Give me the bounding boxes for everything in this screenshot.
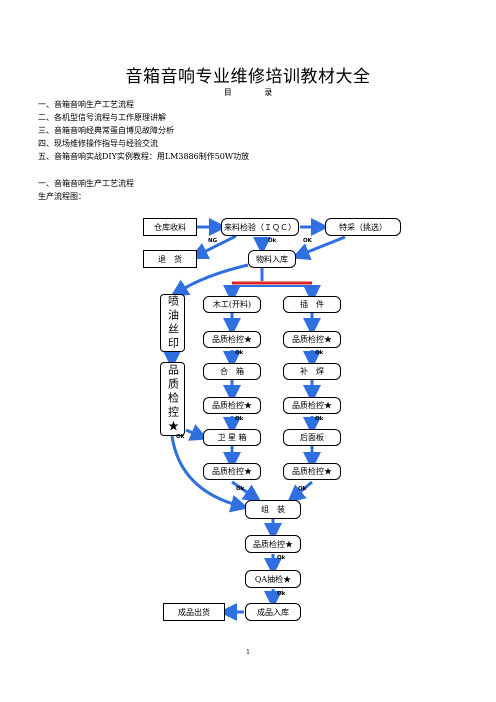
box-material-storage: 物料入库 <box>248 250 296 268</box>
box-woodwork: 木工(开料) <box>203 296 261 313</box>
arrow-qcleft-to-assembly <box>170 435 249 513</box>
label-ok-qc2: Ok <box>315 350 324 356</box>
box-qc-3: 品质检控★ <box>203 397 261 414</box>
label-ok-qc3: Ok <box>235 416 244 422</box>
box-resolder: 补 焊 <box>283 363 341 380</box>
toc-item-3: 三、音箱音响经典常蛋自博见故障分析 <box>38 126 174 135</box>
label-ok-qc6: Ok <box>298 486 307 492</box>
label-ok-qcleft: Ok <box>176 434 185 440</box>
box-rear-panel: 后面板 <box>283 429 341 446</box>
box-spray-print: 喷油丝印 <box>160 294 185 352</box>
box-assembly: 组 装 <box>245 500 301 519</box>
label-ok-incoming: Ok <box>268 238 277 244</box>
arrow-qcleft-to-speaker <box>185 424 209 441</box>
toc-item-1: 一、音箱音响生产工艺流程 <box>38 100 134 109</box>
box-qc-2: 品质检控★ <box>283 331 341 348</box>
label-ng: NG <box>208 238 218 244</box>
qc-left-label: 品质检控★ <box>166 364 180 434</box>
toc-item-4: 四、现场维修操作指导与经验交流 <box>38 139 158 148</box>
box-qc-7: 品质检控★ <box>245 535 301 553</box>
box-product-shipment: 成品出货 <box>163 603 225 621</box>
arrow-qc6-to-assembly <box>287 480 313 503</box>
toc-heading: 目 录 <box>223 88 273 97</box>
arrow-special-to-storage <box>291 235 346 261</box>
box-product-storage: 成品入库 <box>245 603 301 621</box>
box-qc-5: 品质检控★ <box>203 463 261 480</box>
section-subheading: 生产流程图： <box>38 192 86 201</box>
box-qc-6: 品质检控★ <box>283 463 341 480</box>
box-plugin: 插 件 <box>283 296 341 313</box>
spray-print-label: 喷油丝印 <box>166 295 180 351</box>
toc-item-2: 二、各机型信号流程与工作原理讲解 <box>38 113 166 122</box>
box-special-pick: 特采（挑选） <box>325 218 401 236</box>
box-qc-1: 品质检控★ <box>203 331 261 348</box>
label-ok-qc5: Ok <box>236 486 245 492</box>
toc-item-5: 五、音箱音响实战DIY实例教程：用LM3886制作50W功放 <box>38 152 250 161</box>
box-qa-sampling: QA抽检★ <box>245 570 301 588</box>
box-qc-left: 品质检控★ <box>160 362 185 436</box>
box-qc-4: 品质检控★ <box>283 397 341 414</box>
section-heading: 一、音箱音响生产工艺流程 <box>38 179 134 188</box>
label-ok-qa: Ok <box>277 591 286 597</box>
page-number: 1 <box>246 649 250 656</box>
box-incoming-inspection: 来料检验（ＩＱＣ） <box>221 218 299 236</box>
document-title: 音箱音响专业维修培训教材大全 <box>125 67 371 87</box>
box-satellite-speaker: 卫 星 箱 <box>203 429 261 446</box>
label-ok-qc4: Ok <box>315 416 324 422</box>
box-return: 退 货 <box>143 250 197 268</box>
arrow-storage-to-paint <box>170 263 249 297</box>
arrow-qc5-to-assembly <box>231 480 262 503</box>
label-ok-qc1: Ok <box>235 350 244 356</box>
box-enclosure: 合 箱 <box>203 363 261 380</box>
label-ok-qc7: Ok <box>277 555 286 561</box>
box-warehouse: 仓库收料 <box>143 218 197 236</box>
arrow-incoming-to-return <box>189 234 237 260</box>
label-ok-special: OK <box>303 238 312 244</box>
